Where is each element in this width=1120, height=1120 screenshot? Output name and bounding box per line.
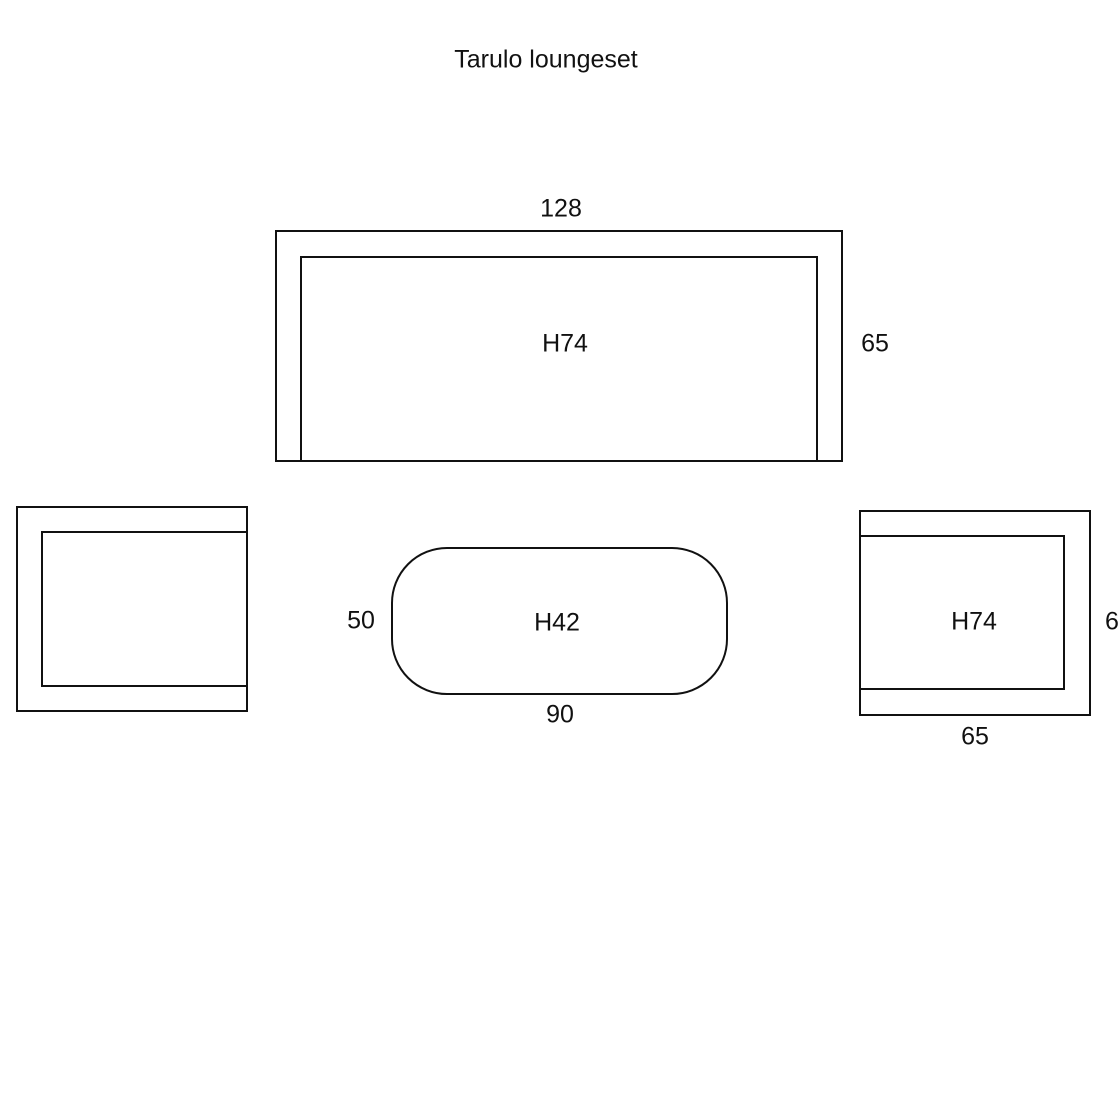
chair-right-width-label: 65	[961, 723, 989, 751]
table-width-label: 90	[546, 701, 574, 729]
sofa-seat	[300, 256, 818, 461]
sofa-height-label: H74	[542, 330, 588, 358]
sofa: 128 H74 65	[275, 195, 889, 462]
chair-left-seat	[41, 531, 247, 687]
chair-right: H74 6 65	[859, 510, 1119, 751]
chair-right-depth-label: 6	[1105, 608, 1119, 636]
coffee-table: 50 H42 90	[347, 547, 728, 729]
chair-left-outline	[16, 506, 248, 712]
coffee-table-outline	[391, 547, 728, 695]
table-height-label: H42	[534, 609, 580, 637]
diagram-title: Tarulo loungeset	[454, 46, 638, 74]
chair-right-height-label: H74	[951, 608, 997, 636]
sofa-depth-label: 65	[861, 330, 889, 358]
sofa-outline	[275, 230, 843, 462]
table-depth-label: 50	[347, 607, 375, 635]
chair-right-seat	[860, 535, 1065, 690]
sofa-width-label: 128	[540, 195, 582, 223]
chair-right-outline	[859, 510, 1091, 716]
chair-left	[16, 506, 248, 712]
